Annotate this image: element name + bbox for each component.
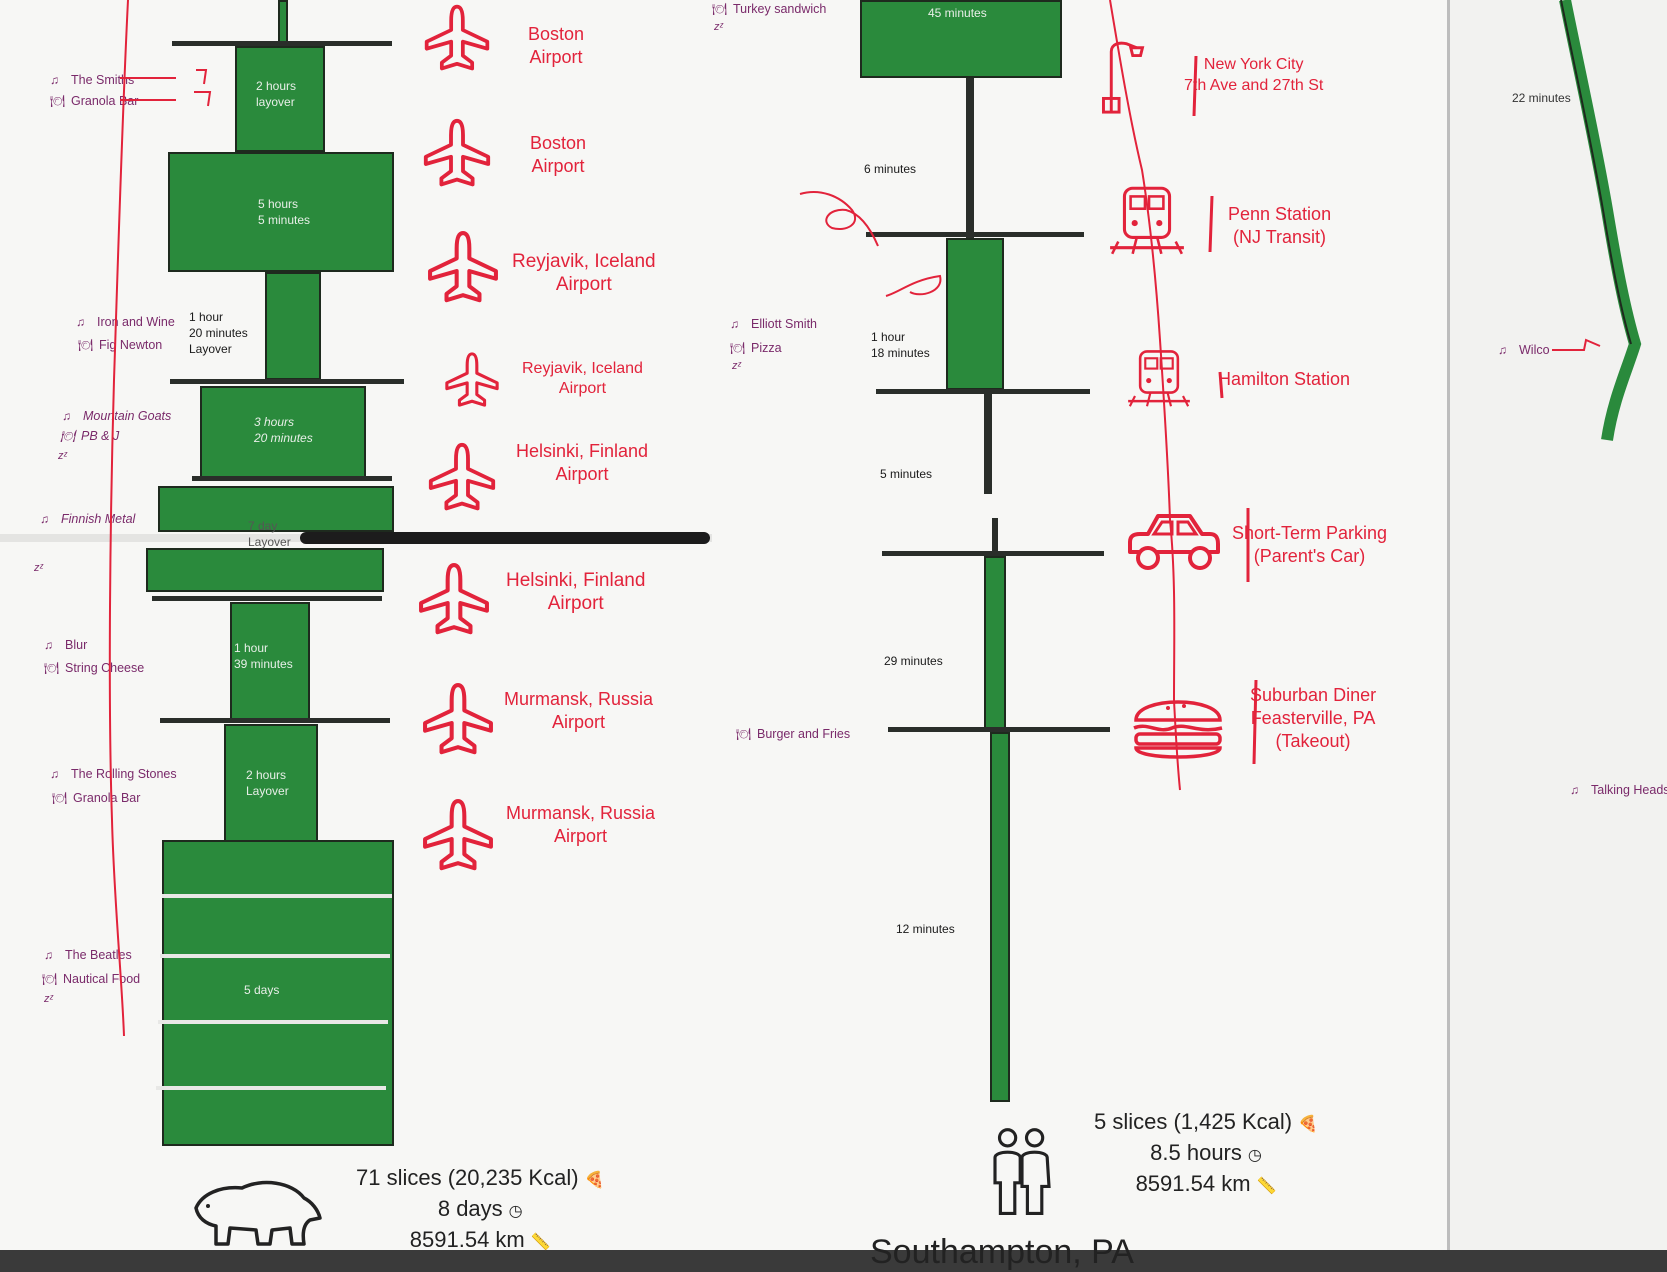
time-label: 8 days	[437, 1196, 503, 1221]
food-note: 🍽Pizza	[730, 341, 782, 355]
pizza-icon: 🍕	[1298, 1116, 1319, 1133]
clock-icon: ◷	[508, 1203, 523, 1220]
far-right-paper-sheet	[1447, 0, 1667, 1250]
stop-label: New York City 7th Ave and 27th St	[1184, 56, 1324, 94]
food-icon: 🍽	[78, 338, 94, 352]
music-note-icon: ♫	[44, 638, 53, 652]
music-note-icon: ♫	[76, 315, 85, 329]
stop-label: Boston Airport	[528, 24, 585, 67]
time-label: 8.5 hours	[1150, 1140, 1242, 1165]
duration-label: 7 day Layover	[248, 519, 291, 549]
food-note: 🍽Granola Bar	[52, 791, 141, 805]
ruler-icon: 📏	[1256, 1178, 1277, 1195]
duration-label: 5 hours 5 minutes	[258, 197, 311, 227]
stop-label: Hamilton Station	[1218, 369, 1351, 389]
music-note-icon: ♫	[1570, 783, 1579, 797]
food-icon: 🍽	[712, 2, 728, 16]
stop-label: Reyjavik, Iceland Airport	[512, 251, 656, 295]
sleep-icon: zᶻ	[58, 450, 68, 462]
food-icon: 🍽	[44, 661, 60, 675]
people-icon	[986, 1118, 1058, 1226]
music-note: ♫Finnish Metal	[40, 512, 136, 526]
food-icon: 🍽	[730, 341, 746, 355]
music-note: ♫Wilco	[1498, 343, 1550, 357]
duration-label: 29 minutes	[884, 654, 943, 668]
pizza-icon: 🍕	[584, 1172, 605, 1189]
stop-label: Reyjavik, Iceland Airport	[522, 360, 643, 397]
destination-label: Southampton, PA	[870, 1233, 1134, 1271]
stop-label: Murmansk, Russia Airport	[504, 689, 654, 732]
food-note: 🍽Turkey sandwich	[712, 2, 827, 16]
duration-label: 6 minutes	[864, 162, 917, 176]
stop-label: Murmansk, Russia Airport	[506, 803, 656, 846]
music-note: ♫The Rolling Stones	[50, 767, 177, 781]
music-note: ♫The Beatles	[44, 948, 132, 962]
distance-label: 8591.54 km	[1135, 1171, 1251, 1196]
food-icon: 🍽	[736, 727, 752, 741]
far-right-route	[1559, 0, 1642, 441]
stop-label: Helsinki, Finland Airport	[516, 441, 649, 484]
duration-label: 22 minutes	[1512, 91, 1571, 105]
food-icon: 🍽	[52, 791, 68, 805]
slices-label: 71 slices (20,235 Kcal)	[356, 1165, 579, 1190]
stop-label: Short-Term Parking (Parent's Car)	[1232, 523, 1388, 566]
sleep-icon: zᶻ	[34, 562, 44, 574]
music-note-icon: ♫	[1498, 343, 1507, 357]
stop-label: Boston Airport	[530, 133, 587, 176]
ruler-icon: 📏	[530, 1234, 551, 1251]
stop-label: Penn Station (NJ Transit)	[1228, 204, 1332, 247]
sleep-icon: zᶻ	[714, 21, 724, 33]
duration-label: 5 minutes	[880, 467, 933, 481]
duration-label: 12 minutes	[896, 922, 955, 936]
sleep-icon: zᶻ	[44, 993, 54, 1005]
duration-label: 45 minutes	[928, 6, 987, 20]
duration-label: 1 hour 39 minutes	[234, 641, 293, 671]
music-note: ♫Talking Heads	[1570, 783, 1667, 797]
clock-icon: ◷	[1247, 1147, 1262, 1164]
music-note-icon: ♫	[44, 948, 53, 962]
duration-label: 1 hour 20 minutes Layover	[189, 310, 248, 356]
music-note-icon: ♫	[50, 73, 59, 87]
duration-label: 2 hours Layover	[246, 768, 289, 798]
distance-label: 8591.54 km	[409, 1227, 525, 1252]
trip-stats: 71 slices (20,235 Kcal) 🍕 8 days ◷ 8591.54…	[356, 1164, 604, 1257]
stop-label: Helsinki, Finland Airport	[506, 570, 646, 614]
trip-stats: 5 slices (1,425 Kcal) 🍕 8.5 hours ◷ 8591.5…	[1094, 1108, 1318, 1201]
slices-label: 5 slices (1,425 Kcal)	[1094, 1109, 1293, 1134]
right-sheet-edge	[1447, 0, 1450, 1250]
food-note: 🍽PB & J	[60, 429, 120, 443]
food-icon: 🍽	[60, 429, 76, 443]
duration-label: 5 days	[244, 983, 280, 997]
music-note: ♫Elliott Smith	[730, 317, 817, 331]
music-note: ♫The Smiths	[50, 73, 135, 87]
right-paper-sheet	[712, 0, 1447, 1250]
food-note: 🍽Granola Bar	[50, 94, 139, 108]
music-note: ♫Mountain Goats	[62, 409, 172, 423]
food-icon: 🍽	[50, 94, 66, 108]
food-note: 🍽String Cheese	[44, 661, 145, 675]
music-note-icon: ♫	[40, 512, 49, 526]
music-note-icon: ♫	[62, 409, 71, 423]
duration-label: 3 hours 20 minutes	[254, 415, 313, 445]
duration-label: 1 hour 18 minutes	[871, 330, 930, 360]
sleep-icon: zᶻ	[732, 360, 742, 372]
food-note: 🍽Burger and Fries	[736, 727, 851, 741]
music-note: ♫Blur	[44, 638, 88, 652]
food-icon: 🍽	[42, 972, 58, 986]
music-note-icon: ♫	[730, 317, 739, 331]
torn-edge	[300, 532, 710, 544]
stop-label: Suburban Diner Feasterville, PA (Takeout…	[1250, 685, 1377, 751]
duration-label: 2 hours layover	[256, 79, 297, 109]
drawn-progress-line	[108, 0, 212, 1037]
music-note-icon: ♫	[50, 767, 59, 781]
